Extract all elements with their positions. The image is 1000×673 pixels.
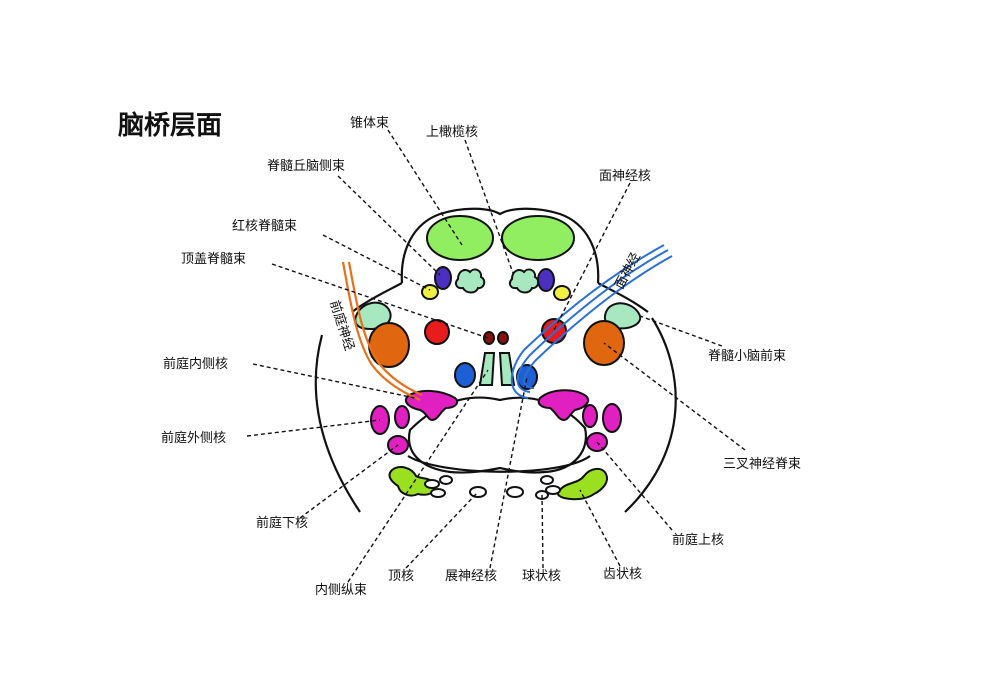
label-facial-nerve: 面神经 xyxy=(612,250,644,291)
facial-nerve-line-2 xyxy=(523,255,673,389)
globose-left-2 xyxy=(430,488,446,498)
trigeminal-spinal-left xyxy=(368,322,410,368)
globose-left-1 xyxy=(424,479,440,489)
vestibular-nerve-line-1 xyxy=(341,261,421,402)
facial-nucleus-left xyxy=(424,319,450,345)
label-vestibular-nerve: 前庭神经 xyxy=(326,298,357,352)
label-mlf: 内侧纵束 xyxy=(315,582,367,598)
lateral-vestibular-right xyxy=(582,404,598,428)
label-ventral-spinocerebellar: 脊髓小脑前束 xyxy=(708,348,786,364)
label-pyramidal-tract: 锥体束 xyxy=(350,116,389,131)
medial-vestibular-left xyxy=(404,390,459,422)
label-fastigial: 顶核 xyxy=(388,569,414,584)
left-outer-arc xyxy=(314,334,361,513)
label-dentate: 齿状核 xyxy=(603,567,642,582)
pyramidal-tract-left xyxy=(426,215,494,261)
fastigial-left xyxy=(469,486,487,498)
label-superior-olive: 上橄榄核 xyxy=(426,124,478,140)
right-outer-arc xyxy=(624,317,677,513)
superior-olive-right xyxy=(508,268,540,294)
diagram-title: 脑桥层面 xyxy=(118,111,222,141)
superior-olive-left xyxy=(454,268,486,294)
label-trigeminal-spinal: 三叉神经脊束 xyxy=(723,457,801,472)
lateral-vestibular-right-2 xyxy=(602,403,622,433)
rubrospinal-right xyxy=(553,285,571,301)
lateral-vestibular-left-2 xyxy=(394,405,410,429)
label-lateral-vestibular: 前庭外侧核 xyxy=(161,430,226,446)
vestibular-nerve-line-2 xyxy=(347,261,423,397)
label-globose: 球状核 xyxy=(522,569,561,584)
spinothalamic-right xyxy=(537,268,555,292)
label-rubrospinal: 红核脊髓束 xyxy=(232,218,297,234)
dentate-nucleus-right xyxy=(556,468,608,501)
spinothalamic-left xyxy=(434,266,452,290)
mlf-left xyxy=(478,352,496,386)
label-medial-vestibular: 前庭内侧核 xyxy=(163,356,228,372)
globose-left-3 xyxy=(439,475,453,485)
label-inferior-vestibular: 前庭下核 xyxy=(256,515,308,531)
label-superior-vestibular: 前庭上核 xyxy=(672,532,724,548)
facial-nerve-line-1 xyxy=(516,249,669,393)
label-abducens: 展神经核 xyxy=(445,569,497,584)
facial-nerve-line-3 xyxy=(510,244,665,399)
tectospinal-left xyxy=(483,331,495,345)
abducens-nucleus-left xyxy=(454,362,476,388)
dentate-nucleus-left xyxy=(388,466,436,497)
medial-vestibular-right xyxy=(537,389,590,422)
inner-arc-lower xyxy=(407,455,591,473)
rubrospinal-left xyxy=(421,284,439,300)
pons-upper-outline xyxy=(400,207,600,284)
fourth-ventricle xyxy=(407,396,588,474)
label-spinothalamic: 脊髓丘脑侧束 xyxy=(267,159,345,174)
globose-right-2 xyxy=(545,485,561,495)
tectospinal-right xyxy=(497,331,509,345)
globose-right-1 xyxy=(540,475,554,485)
label-tectospinal: 顶盖脊髓束 xyxy=(181,252,246,267)
fastigial-right xyxy=(506,486,524,498)
label-facial-nucleus: 面神经核 xyxy=(599,169,651,184)
leader-lines xyxy=(246,129,746,583)
mlf-right xyxy=(498,352,516,386)
pyramidal-tract-right xyxy=(501,215,575,261)
left-shoulder-outline xyxy=(351,282,403,313)
